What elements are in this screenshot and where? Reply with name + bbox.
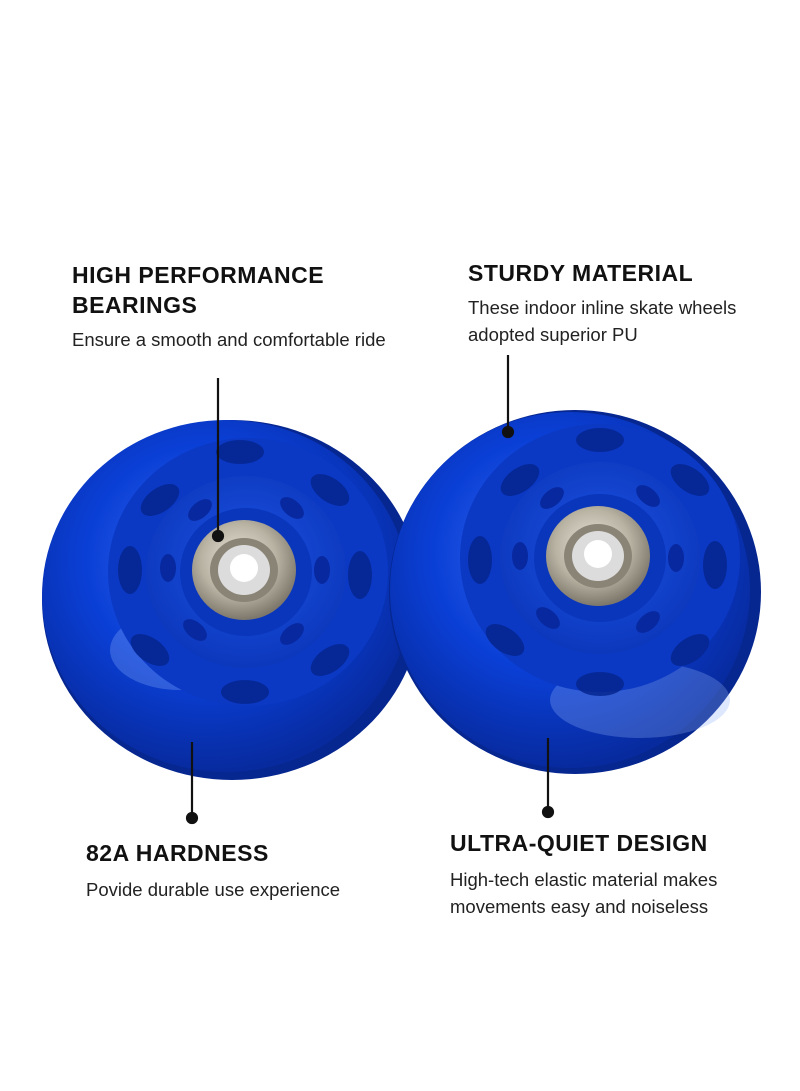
left-wheel [42,420,422,780]
callout-material-desc-line1: These indoor inline skate wheels [468,297,737,318]
callout-bearings: HIGH PERFORMANCE BEARINGS Ensure a smoot… [72,260,402,353]
callout-quiet-desc-line1: High-tech elastic material makes [450,869,718,890]
callout-hardness: 82A HARDNESS Povide durable use experien… [86,838,406,903]
pointer-bearings [211,378,225,543]
callout-quiet-title: ULTRA-QUIET DESIGN [450,830,708,856]
pointer-hardness [185,742,199,825]
callout-quiet: ULTRA-QUIET DESIGN High-tech elastic mat… [450,828,780,920]
callout-material-desc-line2: adopted superior PU [468,324,638,345]
right-wheel [389,410,761,774]
callout-bearings-title: HIGH PERFORMANCE BEARINGS [72,262,325,318]
callout-hardness-desc: Povide durable use experience [86,879,341,900]
callout-material-title: STURDY MATERIAL [468,260,694,286]
callout-bearings-desc: Ensure a smooth and comfortable ride [72,329,386,350]
callout-material: STURDY MATERIAL These indoor inline skat… [468,258,768,348]
pointer-material [501,355,515,439]
callout-hardness-title: 82A HARDNESS [86,840,269,866]
callout-quiet-desc-line2: movements easy and noiseless [450,896,709,917]
pointer-quiet [541,738,555,819]
